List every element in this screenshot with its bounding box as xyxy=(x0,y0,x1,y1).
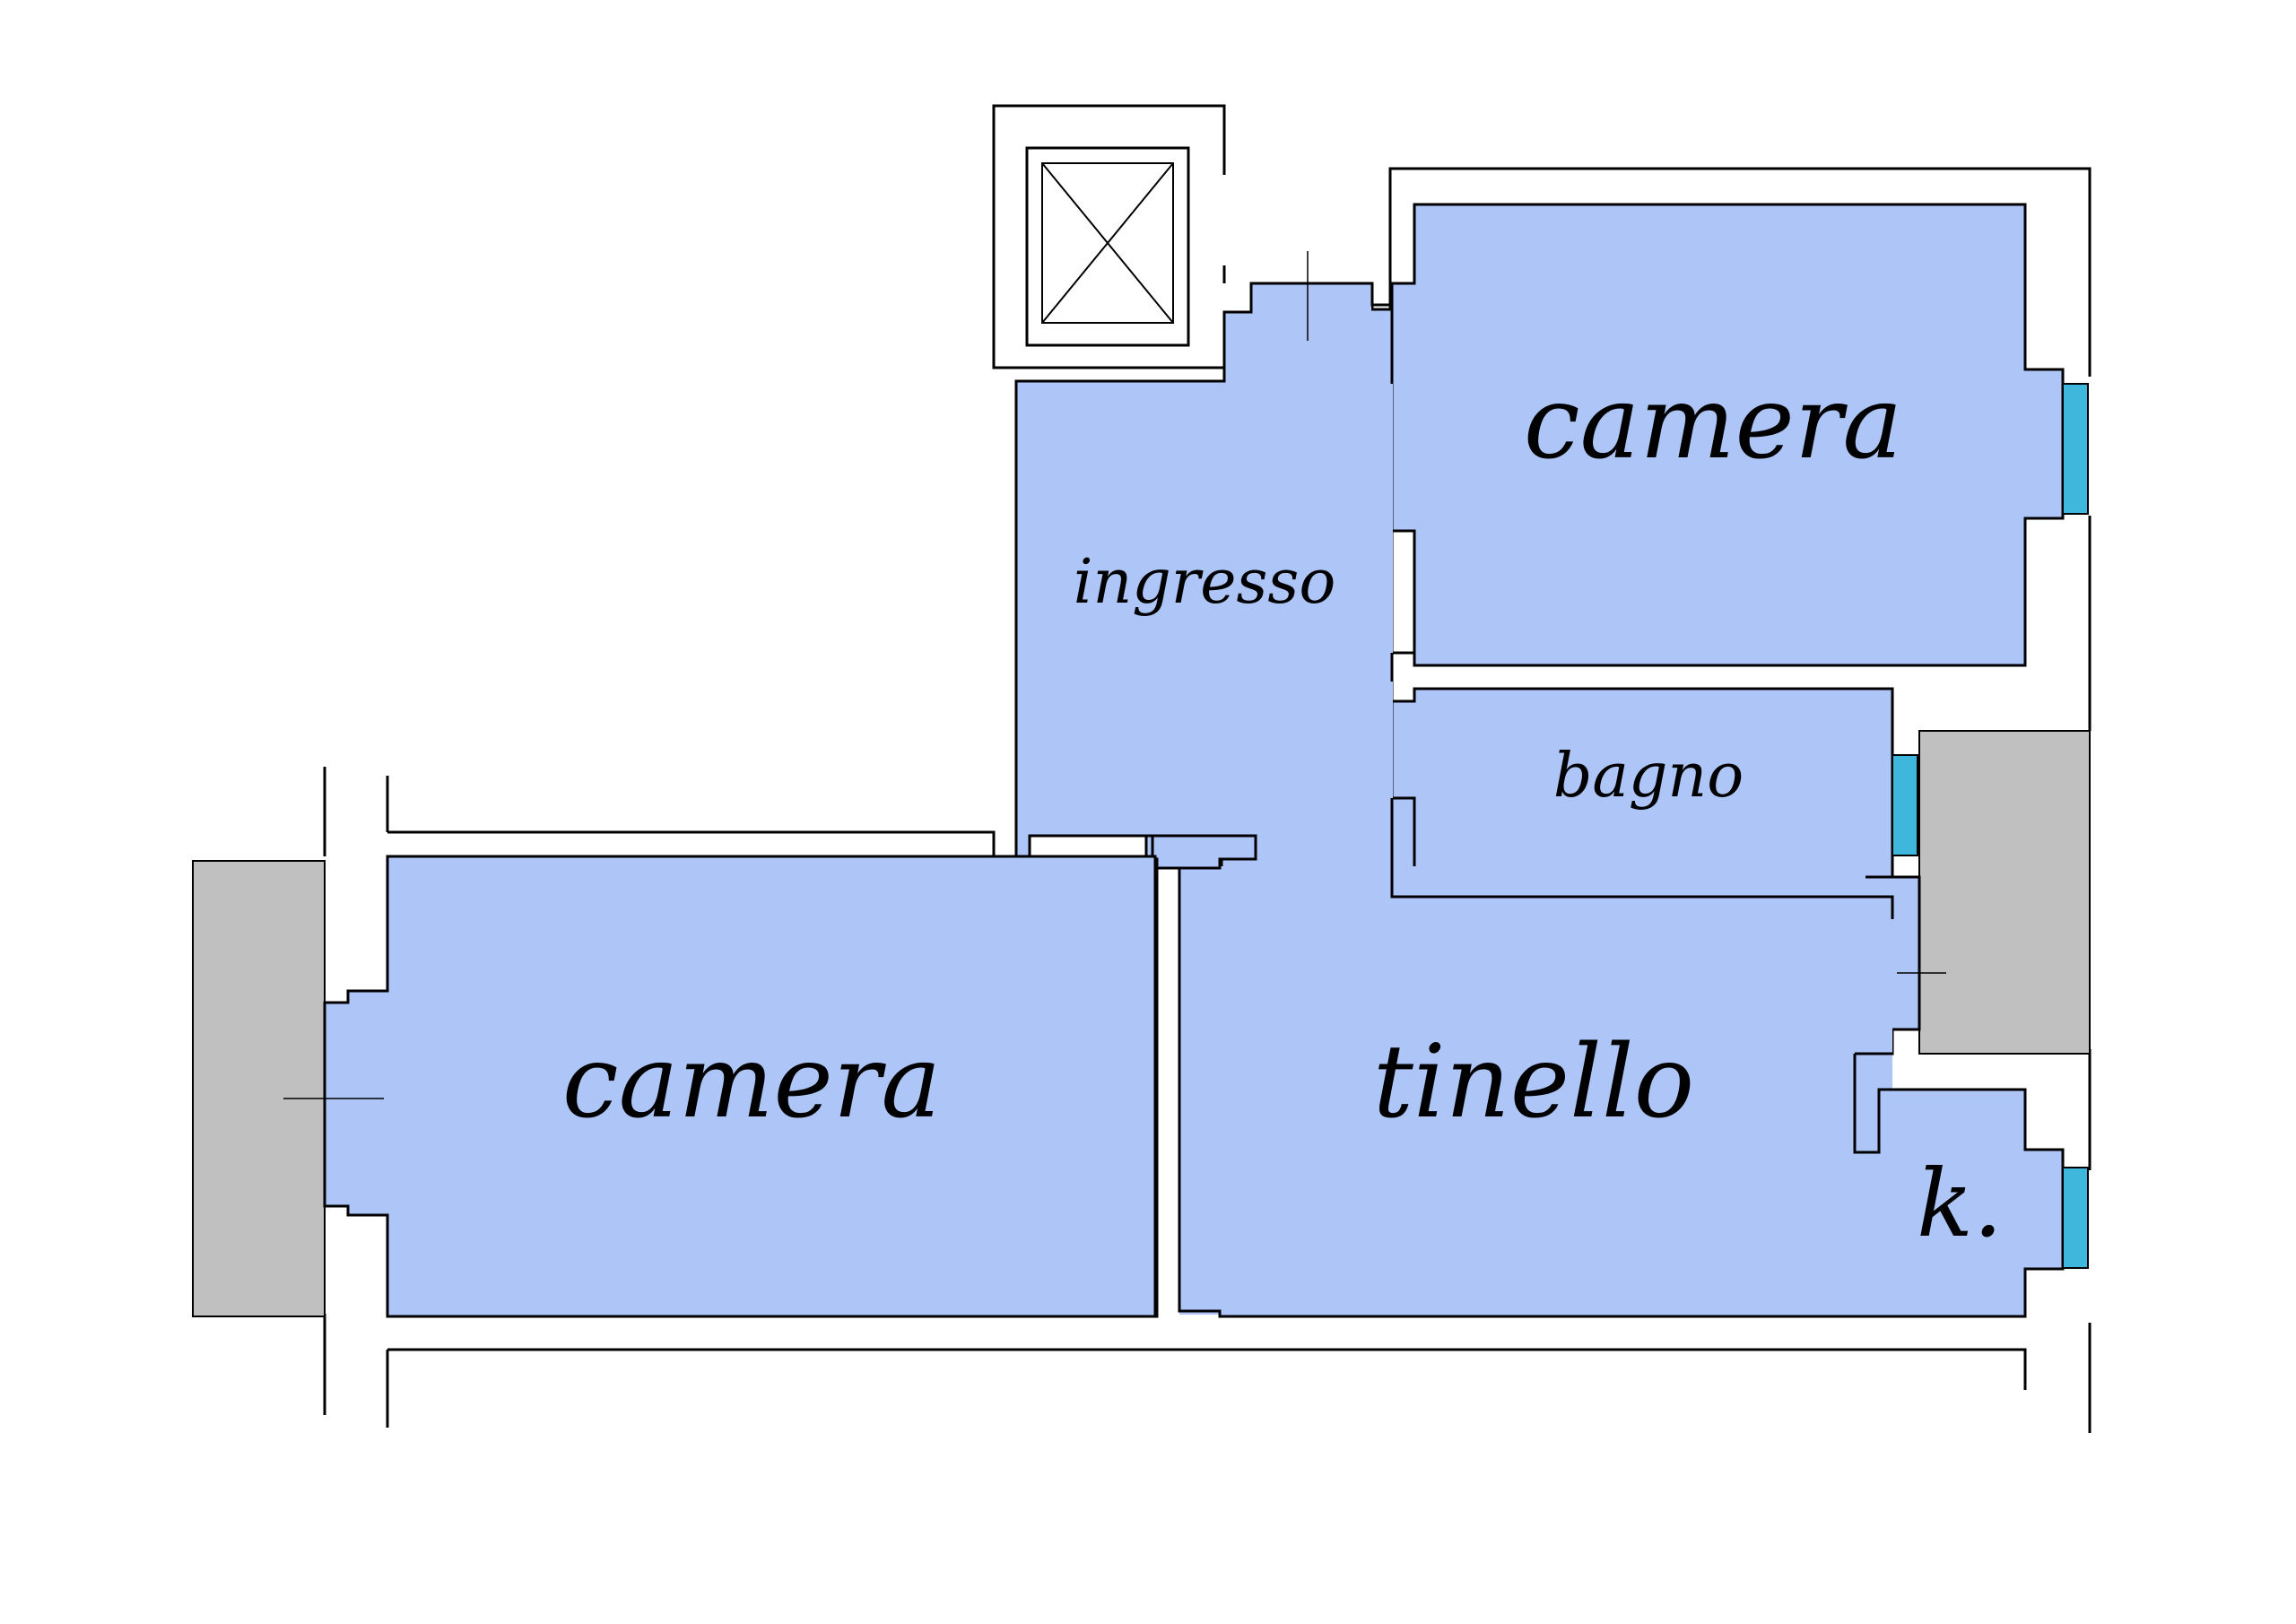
window-bagno xyxy=(1892,754,1918,856)
label-ingresso: ingresso xyxy=(1074,547,1336,618)
balcony-right xyxy=(1918,730,2091,1055)
window-kitchen xyxy=(2062,1167,2089,1269)
label-camera-top: camera xyxy=(1524,365,1902,482)
label-tinello: tinello xyxy=(1373,1024,1694,1141)
walls xyxy=(323,104,2092,1433)
label-kitchen: k. xyxy=(1917,1149,2003,1258)
label-bagno: bagno xyxy=(1553,741,1744,812)
elevator-shaft-icon xyxy=(1041,162,1174,324)
balconies xyxy=(192,730,2091,1317)
balcony-left xyxy=(192,860,326,1317)
door-marks xyxy=(283,251,1946,1099)
label-camera-left: camera xyxy=(562,1024,941,1141)
room-bagno xyxy=(1390,687,1894,879)
window-camera-top xyxy=(2062,383,2089,515)
windows xyxy=(1892,383,2089,1269)
